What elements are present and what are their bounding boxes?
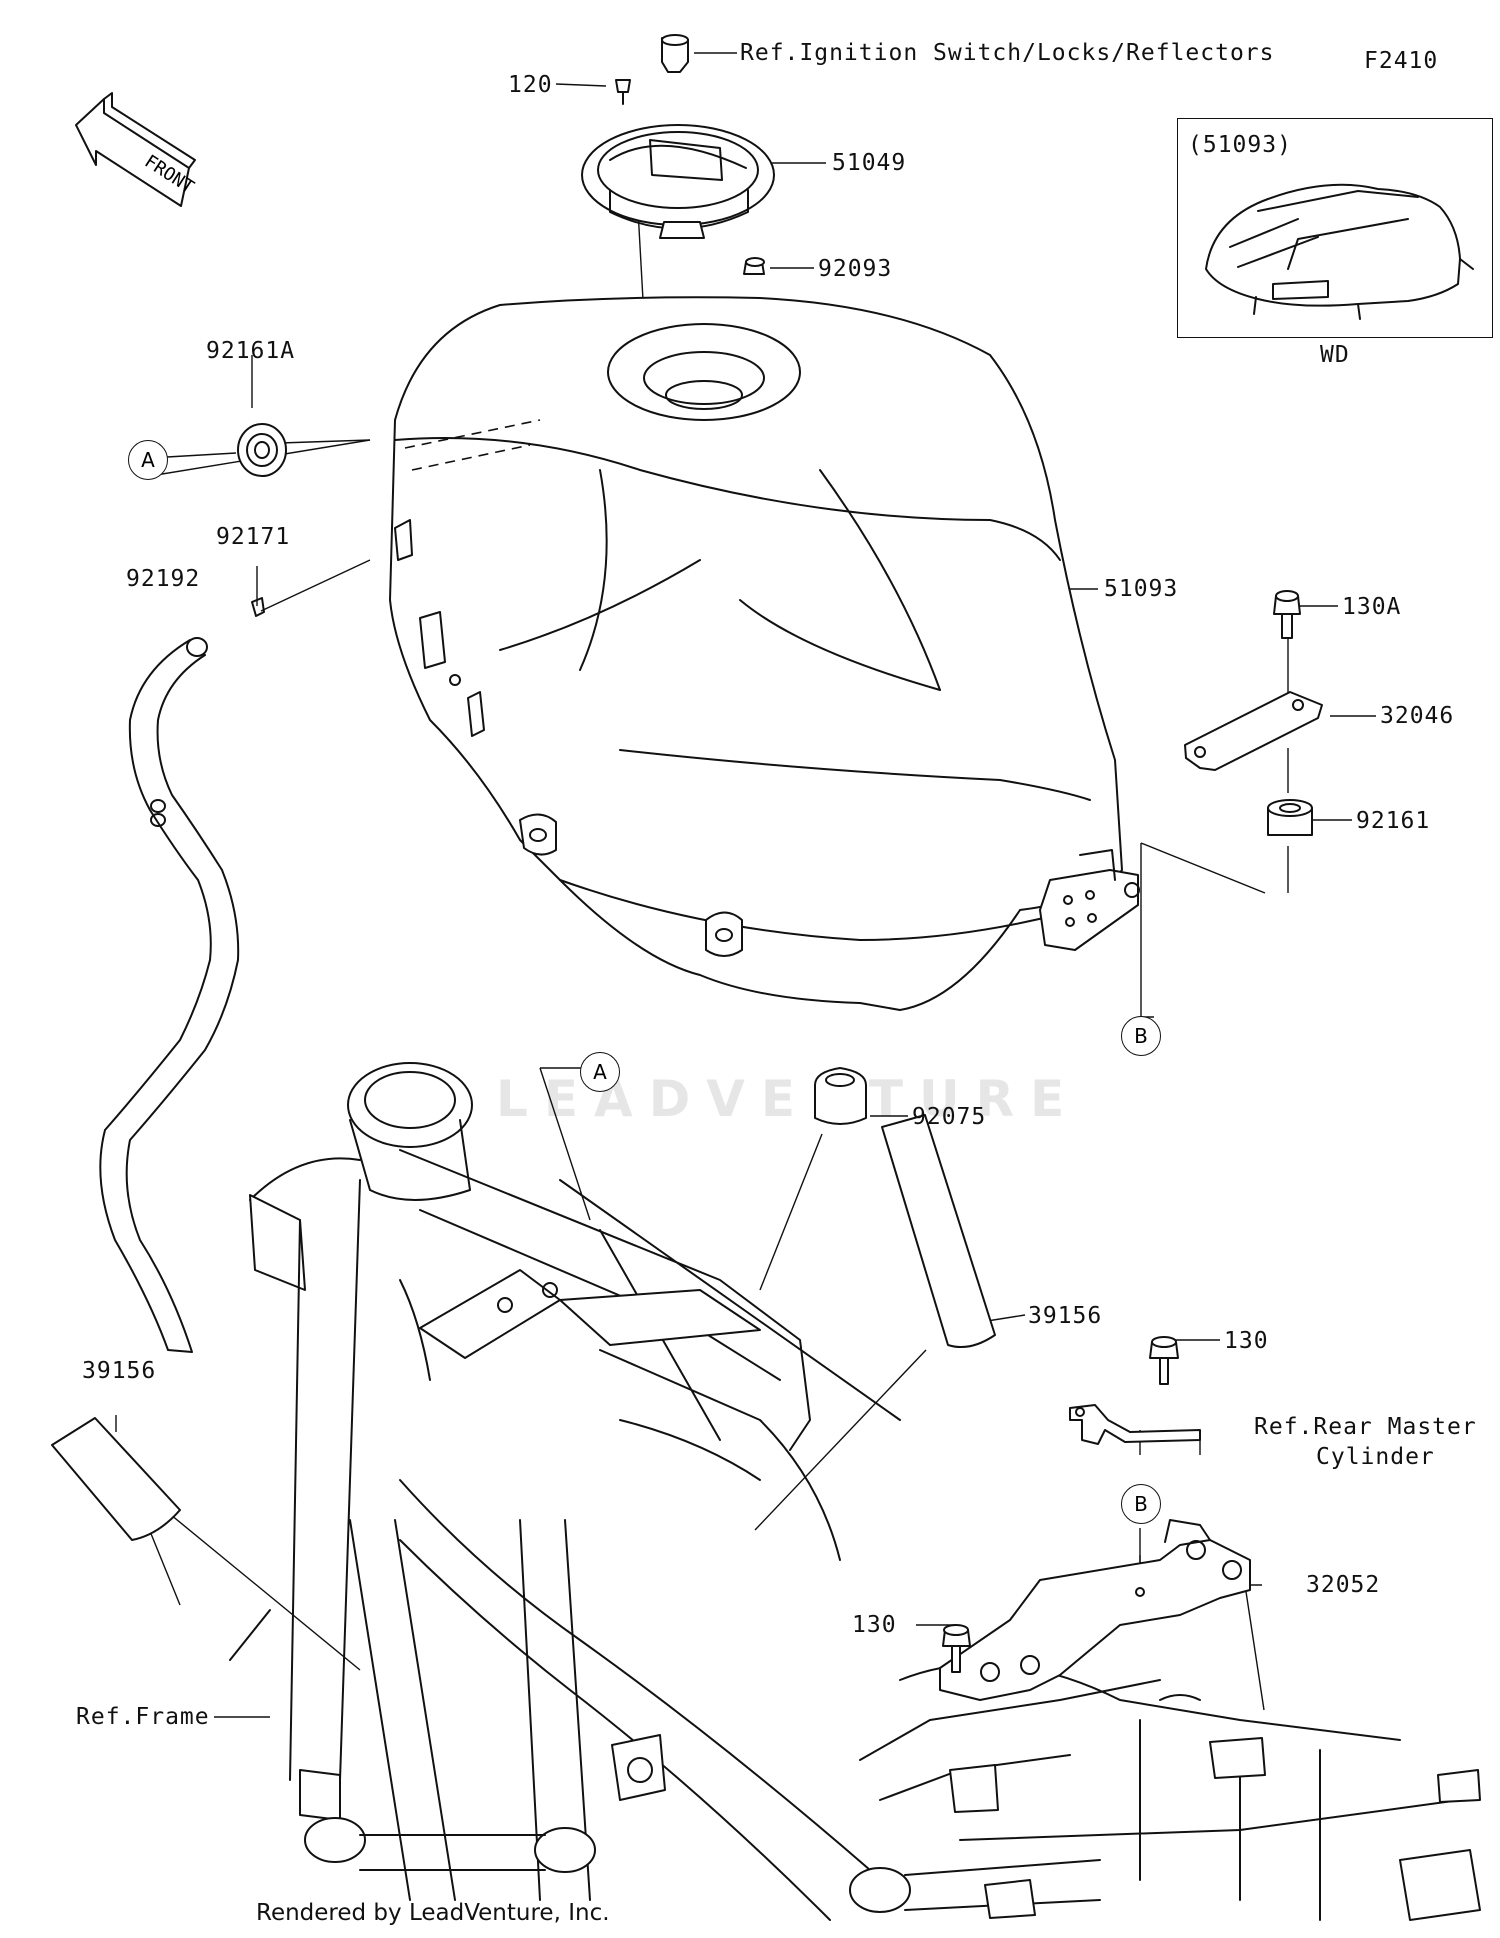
grommet-92161a <box>237 423 287 477</box>
part-label-92192: 92192 <box>126 566 201 592</box>
part-label-92161: 92161 <box>1356 808 1431 834</box>
damper-92075 <box>814 1067 867 1125</box>
part-label-39156-right: 39156 <box>1028 1303 1103 1329</box>
heat-shield-39156-left <box>51 1417 181 1541</box>
mount-hardware-right <box>1184 590 1323 836</box>
inset-part-number: (51093) <box>1188 132 1292 158</box>
ref-rear-master-label-line2: Cylinder <box>1316 1444 1435 1470</box>
part-label-92093: 92093 <box>818 256 893 282</box>
front-arrow-icon: FRONT <box>75 92 198 207</box>
part-label-130-top: 130 <box>1224 1328 1269 1354</box>
ref-ignition-switch-label: Ref.Ignition Switch/Locks/Reflectors <box>740 40 1275 66</box>
callout-b-bracket: B <box>1121 1484 1161 1524</box>
ref-frame-label: Ref.Frame <box>76 1704 210 1730</box>
part-label-51093: 51093 <box>1104 576 1179 602</box>
part-label-130-bottom: 130 <box>852 1612 897 1638</box>
callout-b-tank: B <box>1121 1016 1161 1056</box>
part-label-51049: 51049 <box>832 150 907 176</box>
part-label-32052: 32052 <box>1306 1572 1381 1598</box>
part-label-120: 120 <box>508 72 553 98</box>
fuel-cap-assembly <box>581 34 775 275</box>
inset-tank-drawing <box>1205 183 1474 320</box>
inset-tank-graphics-wd <box>1177 118 1493 338</box>
rendered-by-footer: Rendered by LeadVenture, Inc. <box>256 1900 610 1926</box>
hose-92192 <box>99 637 240 1353</box>
diagram-code: F2410 <box>1364 48 1439 74</box>
heat-shield-39156-right <box>881 1114 996 1348</box>
part-label-130a: 130A <box>1342 594 1402 620</box>
bracket-32052-assembly <box>939 1336 1251 1701</box>
callout-a-left: A <box>128 440 168 480</box>
ref-rear-master-label-line1: Ref.Rear Master <box>1254 1414 1477 1440</box>
clip-92171 <box>251 597 265 617</box>
part-label-32046: 32046 <box>1380 703 1455 729</box>
fuel-tank <box>389 296 1140 1011</box>
part-label-92161a: 92161A <box>206 338 296 364</box>
frame <box>229 1062 1481 1921</box>
part-label-92171: 92171 <box>216 524 291 550</box>
part-label-39156-left: 39156 <box>82 1358 157 1384</box>
callout-a-frame: A <box>580 1052 620 1092</box>
part-label-92075: 92075 <box>912 1104 987 1130</box>
inset-variant-label: WD <box>1320 342 1350 368</box>
